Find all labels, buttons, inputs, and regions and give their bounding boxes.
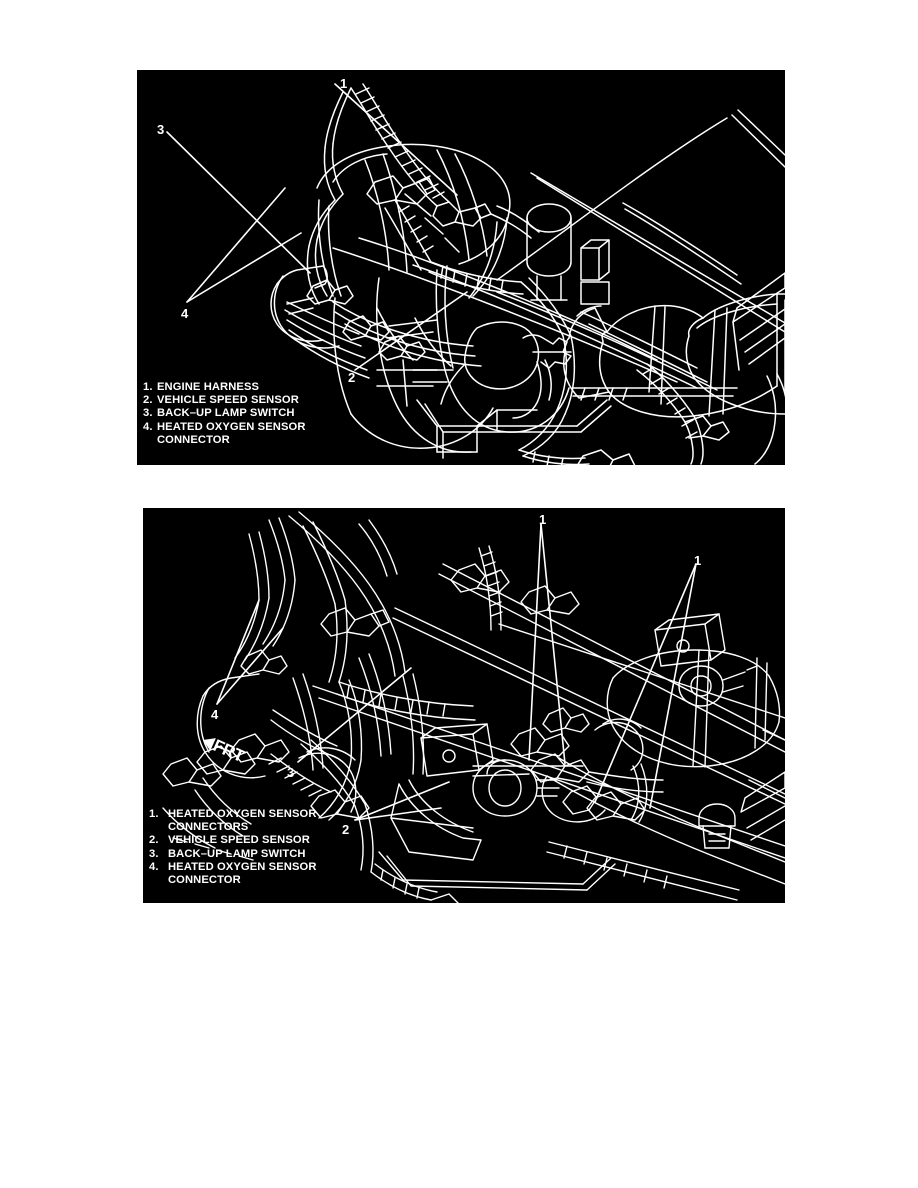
callout-2: 2 — [348, 370, 356, 385]
callout-3: 3 — [157, 122, 165, 137]
legend-item: 3. BACK–UP LAMP SWITCH — [143, 407, 306, 420]
front-direction-label: FRT — [210, 735, 247, 766]
front-direction-marker: FRT — [200, 730, 275, 770]
legend-item: 4. HEATED OXYGEN SENSOR CONNECTOR — [149, 861, 317, 887]
legend-number: 4. — [143, 420, 153, 433]
figure-engine-harness-routing-view-1: 1 3 4 2 1. ENGINE HARNESS 2. VEHICLE SPEED… — [137, 70, 785, 465]
legend-label-continuation: CONNECTOR — [168, 874, 241, 887]
legend-number: 4. — [149, 860, 159, 873]
legend-label: BACK–UP LAMP SWITCH — [168, 847, 306, 860]
callout-1: 1 — [340, 76, 348, 91]
figure-engine-harness-routing-view-2: FRT 1 1 4 3 2 1. HEATED OXYGEN SENSOR CON… — [143, 508, 785, 903]
legend-item: 1. HEATED OXYGEN SENSOR CONNECTORS — [149, 808, 317, 834]
legend-number: 3. — [143, 407, 153, 420]
legend-number: 2. — [143, 394, 153, 407]
callout-4: 4 — [211, 707, 219, 722]
legend-label: BACK–UP LAMP SWITCH — [157, 407, 295, 420]
legend-label: ENGINE HARNESS — [157, 381, 260, 393]
callout-1-right: 1 — [694, 553, 702, 568]
legend-number: 2. — [149, 834, 159, 847]
figure-2-legend: 1. HEATED OXYGEN SENSOR CONNECTORS 2. VEHI… — [149, 808, 317, 887]
legend-label: HEATED OXYGEN SENSOR — [157, 420, 306, 433]
legend-item: 2. VEHICLE SPEED SENSOR — [149, 834, 317, 847]
legend-item: 3. BACK–UP LAMP SWITCH — [149, 848, 317, 861]
callout-2: 2 — [342, 822, 350, 837]
legend-label: HEATED OXYGEN SENSOR — [168, 808, 317, 820]
callout-4: 4 — [181, 306, 189, 321]
legend-number: 1. — [149, 808, 159, 820]
legend-label: HEATED OXYGEN SENSOR — [168, 860, 317, 873]
figure-1-legend: 1.ENGINE HARNESS 2.VEHICLE SPEED SENSOR … — [143, 381, 306, 447]
legend-label: VEHICLE SPEED SENSOR — [157, 394, 299, 407]
callout-1-left: 1 — [539, 512, 547, 527]
legend-item: 4. HEATED OXYGEN SENSOR CONNECTOR — [143, 421, 306, 447]
legend-number: 3. — [149, 847, 159, 860]
callout-3: 3 — [287, 765, 295, 780]
legend-label-continuation: CONNECTORS — [168, 821, 249, 834]
legend-number: 1. — [143, 381, 153, 393]
legend-item: 2. VEHICLE SPEED SENSOR — [143, 394, 306, 407]
technical-line-drawing-view-1 — [137, 70, 785, 465]
legend-item: 1. ENGINE HARNESS — [143, 381, 306, 394]
legend-label: VEHICLE SPEED SENSOR — [168, 834, 310, 847]
technical-line-drawing-view-2 — [143, 508, 785, 903]
legend-label-continuation: CONNECTOR — [157, 433, 230, 446]
